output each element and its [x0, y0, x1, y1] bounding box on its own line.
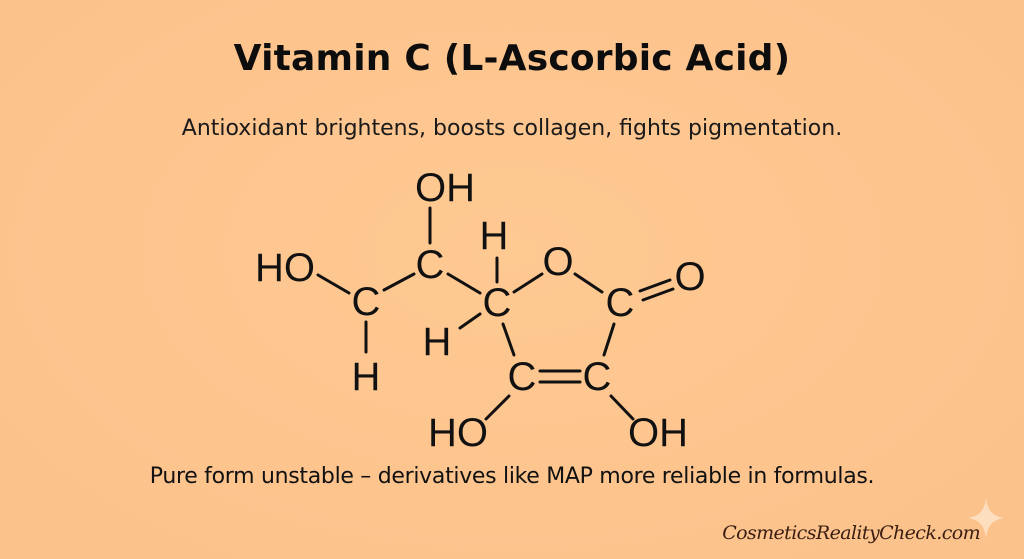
bond-o-ring-c-carbonyl	[573, 272, 604, 294]
watermark: CosmeticsRealityCheck.com	[722, 522, 980, 544]
atom-h-ring-top: H	[480, 214, 509, 258]
bonds	[316, 206, 675, 421]
atom-c-ring-br: C	[583, 355, 612, 399]
subtitle: Antioxidant brightens, boosts collagen, …	[181, 116, 843, 141]
atom-c-carbonyl: C	[606, 281, 635, 325]
atom-c-mid: C	[416, 243, 445, 287]
atom-ho-bottom: HO	[428, 411, 488, 455]
atom-oh-bottom: OH	[628, 411, 688, 455]
atom-h-left-bottom: H	[352, 355, 381, 399]
bond-c-ring-h-lower	[458, 312, 482, 330]
atom-o-ring: O	[542, 240, 573, 284]
atom-oh-top: OH	[415, 166, 475, 210]
bond-c-ring-o-ring	[512, 272, 544, 294]
bond-ho-c-left	[316, 273, 351, 295]
bond-c-ring-c-bl	[501, 322, 516, 357]
bond-c-carbonyl-c-br	[602, 322, 616, 357]
sparkle-icon	[968, 498, 1004, 538]
bond-c-br-oh	[609, 394, 635, 421]
bond-c-left-c-mid	[382, 272, 416, 292]
bond-carbonyl-double-2	[641, 287, 675, 302]
atom-c-ring-top: C	[483, 281, 512, 325]
bond-c-bl-ho	[484, 394, 511, 421]
atom-h-ring-lower: H	[423, 320, 452, 364]
footnote: Pure form unstable – derivatives like MA…	[149, 464, 875, 489]
atoms: OH HO C H C C H H O C O C C HO OH	[255, 166, 706, 455]
atom-ho-left: HO	[255, 246, 315, 290]
atom-o-carbonyl: O	[674, 255, 705, 299]
bond-c-mid-c-ring	[446, 272, 482, 295]
bond-carbonyl-double-1	[638, 278, 672, 293]
atom-c-left: C	[352, 280, 381, 324]
atom-c-ring-bl: C	[508, 355, 537, 399]
page-title: Vitamin C (L-Ascorbic Acid)	[233, 38, 791, 79]
